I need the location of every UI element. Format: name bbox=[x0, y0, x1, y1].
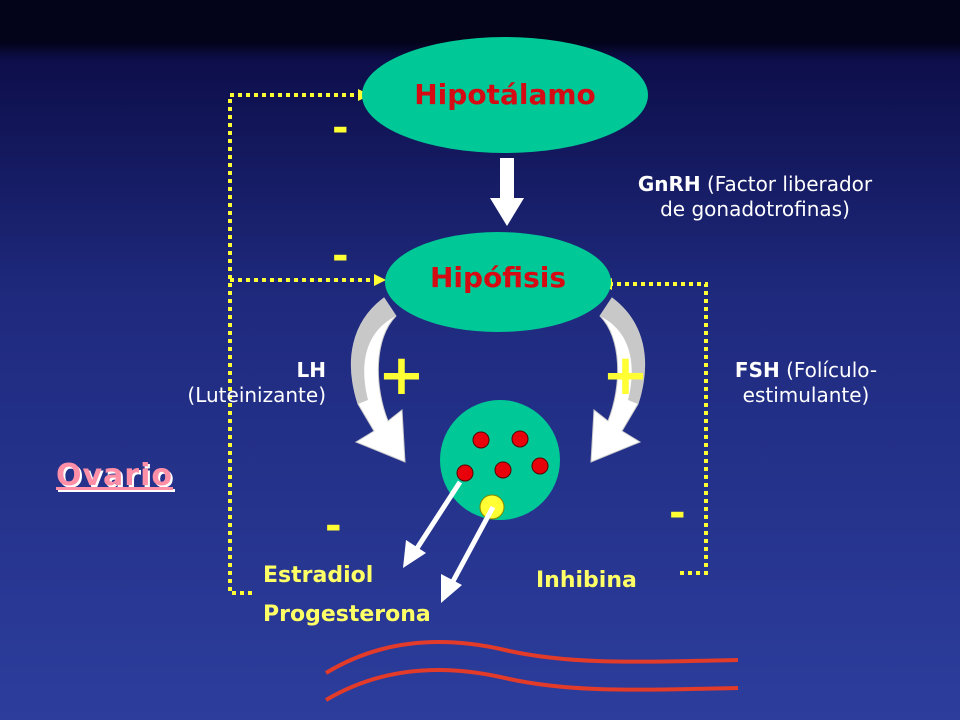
minus-sign-hipofisis: - bbox=[332, 233, 349, 279]
fsh-curved-arrow bbox=[590, 297, 646, 463]
hipofisis-label: Hipófisis bbox=[430, 261, 566, 294]
red-waves bbox=[324, 639, 739, 702]
estradiol-label: Estradiol bbox=[263, 563, 374, 588]
gnrh-rest: (Factor liberador bbox=[707, 172, 873, 196]
hipotalamo-node bbox=[362, 37, 648, 153]
arrowhead-hipofisis-left bbox=[374, 274, 386, 286]
fsh-line2: estimulante) bbox=[742, 383, 870, 407]
fsh-bold: FSH bbox=[734, 358, 780, 382]
ovary-follicle bbox=[440, 400, 560, 520]
fsh-rest: (Folículo- bbox=[786, 358, 878, 382]
feedback-line-left bbox=[228, 93, 378, 595]
fsh-label: FSH (Folículo- estimulante) bbox=[696, 358, 916, 408]
minus-sign-estradiol: - bbox=[325, 503, 342, 549]
plus-sign-lh: + bbox=[378, 343, 425, 408]
progesterona-label: Progesterona bbox=[263, 602, 431, 627]
gnrh-line2: de gonadotrofinas) bbox=[660, 197, 850, 221]
hipotalamo-label: Hipotálamo bbox=[414, 78, 596, 111]
follicle-dots bbox=[456, 430, 549, 482]
lh-bold: LH bbox=[296, 358, 326, 382]
lh-label: LH (Luteinizante) bbox=[130, 358, 330, 408]
gnrh-bold: GnRH bbox=[637, 172, 701, 196]
feedback-line-right bbox=[612, 282, 708, 575]
lh-line2: (Luteinizante) bbox=[187, 383, 326, 407]
gnrh-arrow bbox=[490, 158, 524, 226]
lh-curved-arrow bbox=[350, 297, 406, 463]
estradiol-arrow bbox=[403, 480, 463, 568]
gnrh-label: GnRH (Factor liberador de gonadotrofinas… bbox=[590, 172, 920, 222]
plus-sign-fsh: + bbox=[602, 343, 649, 408]
minus-sign-hipotalamo: - bbox=[332, 105, 349, 151]
ovario-title: Ovario bbox=[56, 458, 173, 493]
progesterona-arrow bbox=[441, 505, 496, 603]
hipofisis-node bbox=[385, 232, 611, 332]
inhibina-label: Inhibina bbox=[536, 568, 637, 593]
minus-sign-inhibina: - bbox=[669, 490, 686, 536]
